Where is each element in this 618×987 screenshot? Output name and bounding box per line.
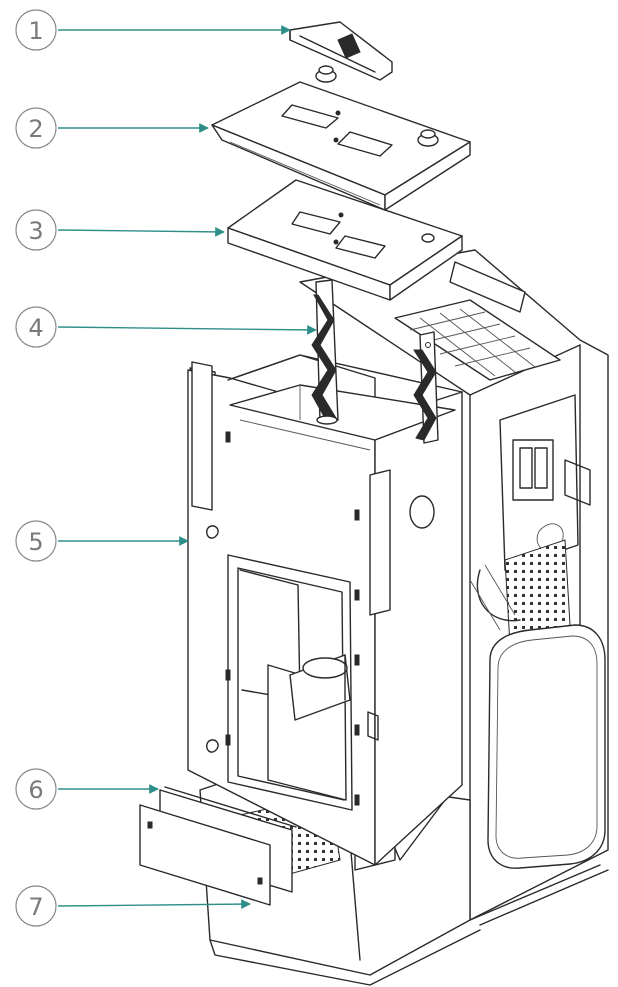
callout-7: 7 (15, 885, 57, 927)
callout-1: 1 (15, 9, 57, 51)
callout-label: 5 (28, 528, 43, 556)
callout-label: 1 (28, 17, 43, 45)
firebox-opening (227, 554, 353, 811)
callout-label: 3 (28, 217, 43, 245)
leader-lines (57, 25, 317, 909)
plate-3 (227, 179, 463, 301)
top-knob-left (315, 65, 337, 83)
callout-label: 7 (28, 893, 43, 921)
callout-6: 6 (15, 768, 57, 810)
callout-label: 6 (28, 776, 43, 804)
pellet-tank (487, 624, 606, 869)
twisted-rods (311, 279, 439, 444)
cover-piece-1 (289, 21, 393, 81)
callout-label: 4 (28, 314, 43, 342)
top-plate-2 (211, 65, 471, 211)
leader-7 (57, 899, 251, 909)
callout-2: 2 (15, 107, 57, 149)
control-board (499, 394, 591, 571)
top-knob-right (417, 129, 439, 147)
callout-3: 3 (15, 209, 57, 251)
leader-4 (57, 324, 317, 335)
front-frame (187, 354, 463, 871)
callout-label: 2 (28, 115, 43, 143)
leader-3 (57, 226, 225, 237)
callout-4: 4 (15, 306, 57, 348)
callouts: 1 2 3 4 5 6 7 (15, 9, 57, 927)
plate-7 (139, 804, 271, 906)
callout-5: 5 (15, 520, 57, 562)
stove-body (299, 249, 609, 926)
top-grid (394, 299, 561, 381)
